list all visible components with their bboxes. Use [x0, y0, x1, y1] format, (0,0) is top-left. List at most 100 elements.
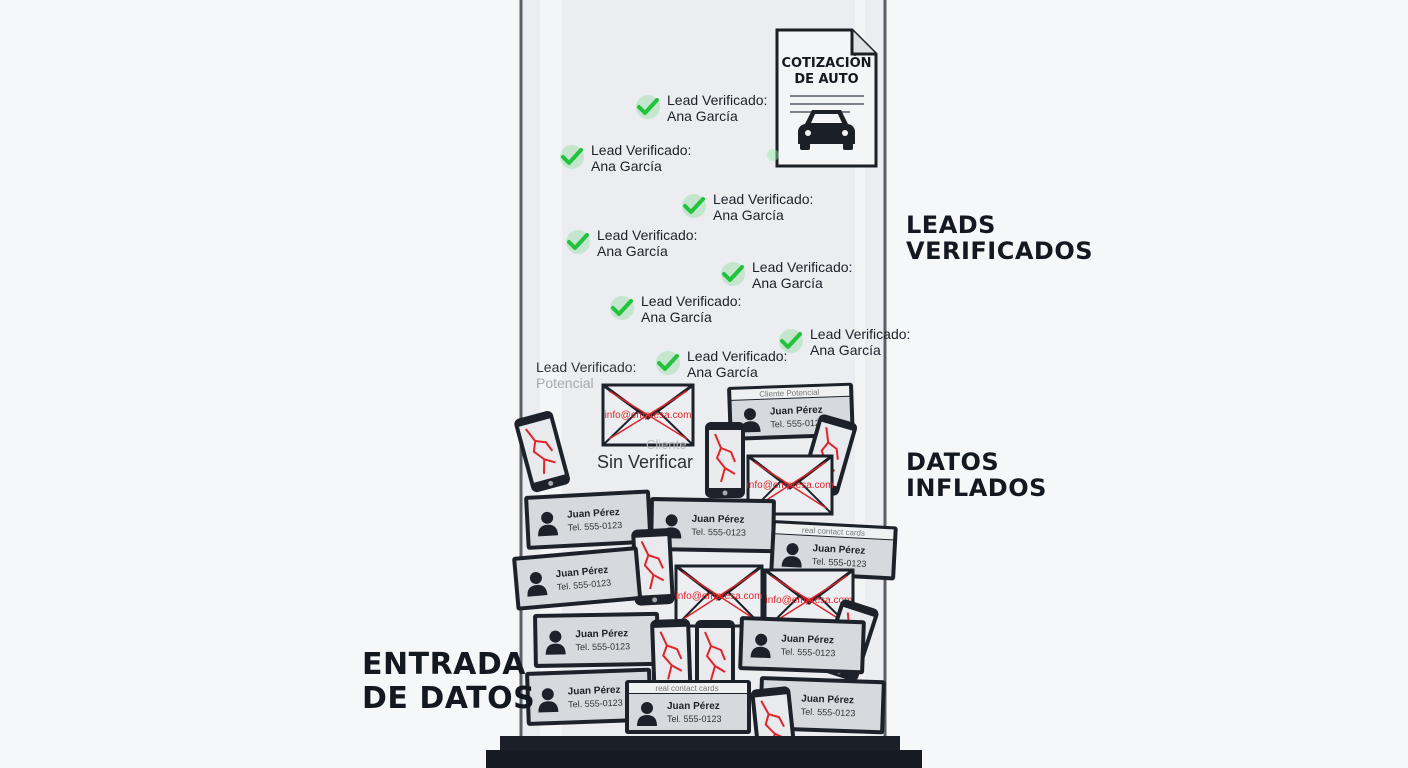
quote-document — [775, 28, 878, 168]
lead-name: Ana García — [810, 342, 881, 358]
svg-text:Juan Pérez: Juan Pérez — [667, 701, 720, 712]
svg-text:Tel. 555-0123: Tel. 555-0123 — [812, 556, 867, 569]
unverified-ghost-text: Cliente — [646, 437, 687, 452]
lead-name: Ana García — [713, 207, 784, 223]
label-inflated-data: DATOS INFLADOS — [906, 449, 1047, 501]
verified-lead-item: Lead Verificado:Ana García — [635, 92, 767, 124]
svg-text:Juan Pérez: Juan Pérez — [568, 685, 621, 698]
lead-name: Ana García — [687, 364, 758, 380]
glow-dot — [767, 149, 779, 161]
unverified-label: Sin Verificar — [597, 452, 694, 472]
lead-name: Ana García — [641, 309, 712, 325]
svg-text:Juan Pérez: Juan Pérez — [781, 633, 834, 646]
svg-text:Tel. 555-0123: Tel. 555-0123 — [567, 520, 622, 533]
lead-name: Ana García — [597, 243, 668, 259]
svg-text:Juan Pérez: Juan Pérez — [575, 628, 628, 640]
verified-lead-item: Lead Verificado:Ana García — [565, 227, 697, 259]
label-verified-leads-line1: LEADS — [906, 211, 996, 239]
svg-text:Tel. 555-0123: Tel. 555-0123 — [568, 698, 623, 710]
svg-text:Tel. 555-0123: Tel. 555-0123 — [556, 577, 611, 592]
svg-text:Tel. 555-0123: Tel. 555-0123 — [667, 714, 722, 724]
lead-label: Lead Verificado: — [597, 227, 698, 243]
label-data-entry-line2: DE DATOS — [362, 681, 536, 716]
check-icon — [560, 145, 584, 169]
verified-lead-item: Lead Verificado:Ana García — [681, 191, 813, 223]
quote-title: COTIZACIÓN DE AUTO — [779, 56, 874, 88]
cracked-phone-icon — [695, 620, 735, 696]
svg-text:Juan Pérez: Juan Pérez — [812, 543, 865, 557]
lead-label: Lead Verificado: — [687, 348, 788, 364]
svg-text:real contact cards: real contact cards — [655, 684, 718, 693]
lead-label: Lead Verificado: — [713, 191, 814, 207]
svg-text:Juan Pérez: Juan Pérez — [555, 565, 609, 581]
potential-lead-faded: Potencial — [536, 375, 594, 391]
quote-title-line2: DE AUTO — [794, 72, 859, 87]
label-inflated-data-line2: INFLADOS — [906, 474, 1047, 502]
car-icon — [798, 110, 855, 150]
check-icon — [656, 351, 680, 375]
svg-text:Juan Pérez: Juan Pérez — [692, 514, 745, 526]
svg-text:info@empresa.com: info@empresa.com — [747, 480, 834, 491]
check-icon — [721, 262, 745, 286]
svg-text:Tel. 555-0123: Tel. 555-0123 — [801, 706, 856, 718]
lead-label: Lead Verificado: — [667, 92, 768, 108]
check-icon — [610, 296, 634, 320]
svg-text:Juan Pérez: Juan Pérez — [801, 693, 854, 706]
check-icon — [636, 95, 660, 119]
tube-base-top — [500, 736, 900, 750]
verified-lead-item: Lead Verificado:Ana García — [778, 326, 910, 358]
svg-text:Tel. 555-0123: Tel. 555-0123 — [770, 418, 825, 430]
check-icon — [566, 230, 590, 254]
cracked-phone-icon — [705, 422, 745, 498]
cracked-phone-icon — [631, 528, 675, 606]
svg-text:info@empresa.com: info@empresa.com — [766, 595, 853, 606]
lead-name: Ana García — [752, 275, 823, 291]
lead-label: Lead Verificado: — [810, 326, 911, 342]
lead-label: Lead Verificado: — [752, 259, 853, 275]
svg-text:info@empresa.com: info@empresa.com — [676, 591, 763, 602]
svg-text:Tel. 555-0123: Tel. 555-0123 — [691, 527, 746, 538]
lead-name: Ana García — [667, 108, 738, 124]
check-icon — [682, 194, 706, 218]
label-inflated-data-line1: DATOS — [906, 448, 1000, 476]
svg-text:Juan Pérez: Juan Pérez — [567, 507, 620, 521]
label-data-entry-line1: ENTRADA — [362, 647, 527, 682]
svg-text:Tel. 555-0123: Tel. 555-0123 — [575, 641, 630, 652]
verified-lead-item: Lead Verificado:Ana García — [559, 142, 691, 174]
check-icon — [779, 329, 803, 353]
email-envelope-icon: info@empresa.com — [746, 454, 834, 516]
lead-label: Lead Verificado: — [641, 293, 742, 309]
lead-label: Lead Verificado: — [591, 142, 692, 158]
svg-text:Tel. 555-0123: Tel. 555-0123 — [781, 646, 836, 658]
verified-lead-item: Lead Verificado:Ana García — [609, 293, 741, 325]
cracked-phone-icon — [514, 410, 570, 493]
potential-lead: Lead Verificado: Potencial — [536, 359, 636, 391]
svg-text:Cliente Potencial: Cliente Potencial — [759, 388, 820, 399]
lead-name: Ana García — [591, 158, 662, 174]
svg-text:real contact cards: real contact cards — [802, 526, 866, 538]
tube-base — [486, 750, 922, 768]
verified-lead-item: Lead Verificado:Ana García — [655, 348, 787, 380]
label-verified-leads-line2: VERIFICADOS — [906, 237, 1093, 265]
email-envelope-icon: info@empresa.com — [601, 383, 695, 447]
svg-text:info@empresa.com: info@empresa.com — [605, 410, 692, 421]
verified-lead-item: Lead Verificado:Ana García — [720, 259, 852, 291]
potential-lead-label: Lead Verificado: — [536, 359, 637, 375]
svg-text:Juan Pérez: Juan Pérez — [770, 405, 823, 418]
label-data-entry: ENTRADA DE DATOS — [362, 648, 535, 716]
quote-title-line1: COTIZACIÓN — [781, 56, 872, 71]
label-verified-leads: LEADS VERIFICADOS — [906, 212, 1093, 264]
cracked-phone-icon — [650, 618, 693, 696]
